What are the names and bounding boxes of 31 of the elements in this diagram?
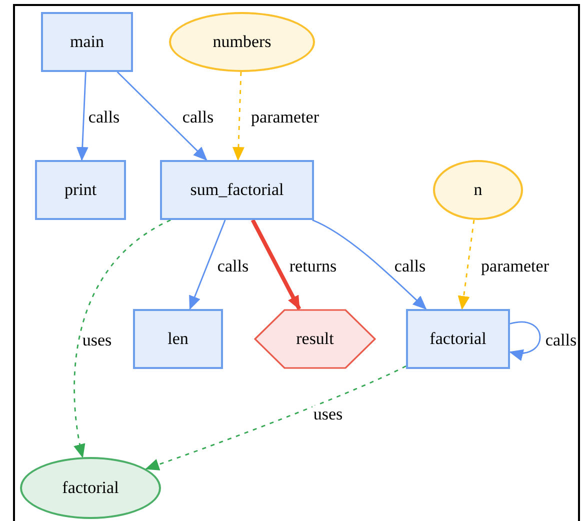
node-label: result: [296, 328, 334, 350]
arrow: [116, 72, 208, 161]
edge-label: calls: [216, 258, 250, 274]
arrow: [312, 219, 427, 310]
edge-label: uses: [312, 406, 344, 422]
node-label: factorial: [430, 328, 486, 350]
arrow: [74, 219, 171, 458]
arrow: [145, 365, 406, 470]
edge-label: calls: [393, 258, 427, 274]
node-label: main: [70, 31, 104, 54]
arrow: [509, 321, 541, 360]
edge-label: calls: [87, 108, 121, 126]
edge-label: calls: [181, 108, 215, 126]
process-box: [133, 309, 223, 369]
process-box: [35, 160, 126, 220]
arrow: [458, 220, 475, 310]
arrow: [250, 219, 302, 310]
node-label: n: [474, 179, 482, 202]
node-label: len: [168, 328, 188, 350]
process-box: [160, 160, 314, 220]
node-label: sum_factorial: [190, 179, 284, 202]
process-box: [406, 309, 510, 369]
node-label: print: [64, 179, 97, 202]
result-hexagon: [254, 309, 376, 369]
edge-label: calls: [544, 332, 578, 348]
node-label: factorial: [62, 477, 119, 500]
process-box: [41, 12, 133, 72]
arrow: [76, 72, 88, 161]
node-label: numbers: [212, 31, 272, 54]
arrow: [189, 220, 226, 310]
arrow: [232, 72, 244, 161]
